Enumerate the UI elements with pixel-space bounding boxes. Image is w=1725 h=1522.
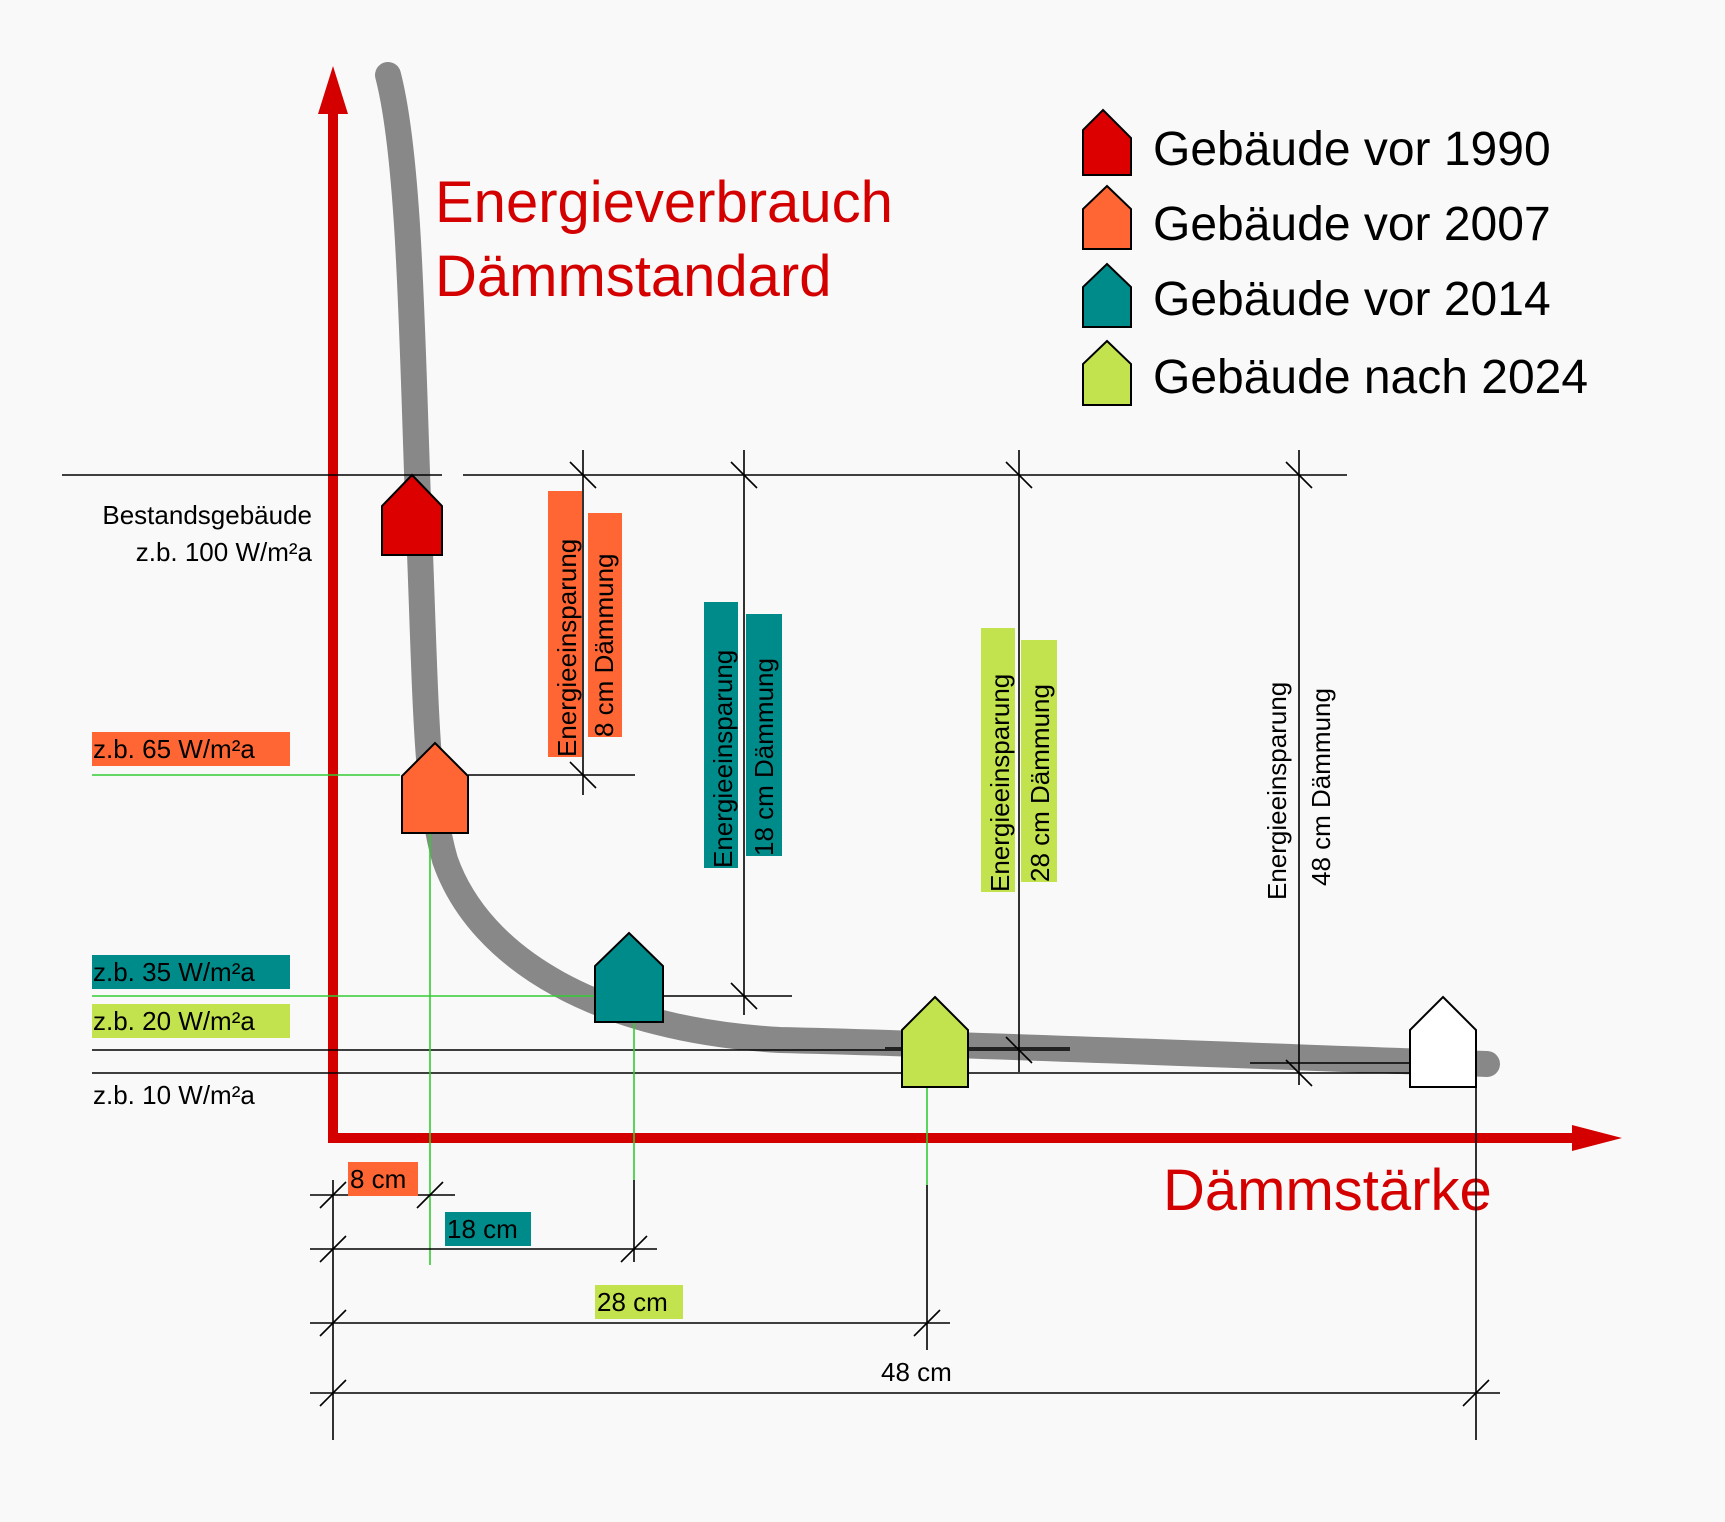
house-vor-1990-marker (381, 473, 443, 556)
level-35-label: z.b. 35 W/m²a (93, 957, 255, 987)
savings-18cm-line1: Energieeinsparung (708, 650, 738, 868)
house-48cm-marker (1409, 995, 1477, 1088)
level-20-bg (92, 1004, 290, 1038)
legend-label: Gebäude vor 2007 (1153, 198, 1551, 251)
thickness-28cm: 28 cm (597, 1287, 668, 1317)
level-65-bg (92, 732, 290, 766)
savings-label-28cm: Energieeinsparung 28 cm Dämmung (981, 628, 1057, 892)
savings-8cm-line2: 8 cm Dämmung (589, 554, 619, 738)
level-10-label: z.b. 10 W/m²a (93, 1080, 255, 1110)
legend-label: Gebäude vor 2014 (1153, 273, 1551, 326)
thickness-labels: 8 cm 18 cm 28 cm 48 cm (348, 1162, 952, 1387)
house-icon-teal (1082, 262, 1132, 328)
energy-curve (375, 62, 1500, 1077)
level-bestand-line1: Bestandsgebäude (102, 500, 312, 530)
house-icon-orange (1082, 184, 1132, 250)
savings-label-48cm: Energieeinsparung 48 cm Dämmung (1262, 682, 1336, 900)
thickness-8cm: 8 cm (350, 1164, 406, 1194)
drop-lines (332, 833, 1477, 1440)
title-line2: Dämmstandard (435, 244, 831, 309)
house-nach-2024-marker (901, 995, 969, 1088)
savings-48cm-line1: Energieeinsparung (1262, 682, 1292, 900)
thickness-48cm: 48 cm (881, 1357, 952, 1387)
house-vor-2014-marker (594, 931, 664, 1023)
level-35-bg (92, 955, 290, 989)
x-axis-label: Dämmstärke (1163, 1158, 1492, 1223)
savings-28cm-line2: 28 cm Dämmung (1025, 684, 1055, 882)
savings-18cm-line2: 18 cm Dämmung (749, 658, 779, 856)
level-bestand-line2: z.b. 100 W/m²a (136, 537, 313, 567)
level-labels: Bestandsgebäude z.b. 100 W/m²a z.b. 65 W… (92, 500, 313, 1110)
thickness-18cm: 18 cm (447, 1214, 518, 1244)
legend-item-vor-2014: Gebäude vor 2014 (1082, 262, 1551, 328)
level-65-label: z.b. 65 W/m²a (93, 734, 255, 764)
legend-label: Gebäude vor 1990 (1153, 123, 1551, 176)
house-icon-red (1082, 108, 1132, 176)
savings-label-18cm: Energieeinsparung 18 cm Dämmung (704, 602, 782, 868)
title-line1: Energieverbrauch (435, 170, 893, 235)
legend-item-vor-1990: Gebäude vor 1990 (1082, 108, 1551, 176)
legend-item-nach-2024: Gebäude nach 2024 (1082, 339, 1588, 406)
level-20-label: z.b. 20 W/m²a (93, 1006, 255, 1036)
legend: Gebäude vor 1990 Gebäude vor 2007 Gebäud… (1082, 108, 1588, 406)
x-axis (328, 1125, 1622, 1151)
savings-label-8cm: Energieeinsparung 8 cm Dämmung (548, 491, 622, 757)
legend-label: Gebäude nach 2024 (1153, 351, 1588, 404)
savings-48cm-line2: 48 cm Dämmung (1306, 688, 1336, 886)
y-axis (318, 66, 348, 1133)
savings-28cm-line1: Energieeinsparung (985, 674, 1015, 892)
savings-8cm-line1: Energieeinsparung (552, 539, 582, 757)
savings-dimensions (569, 450, 1420, 1087)
house-vor-2007-marker (401, 741, 469, 834)
house-icon-lime (1082, 339, 1132, 406)
legend-item-vor-2007: Gebäude vor 2007 (1082, 184, 1551, 251)
